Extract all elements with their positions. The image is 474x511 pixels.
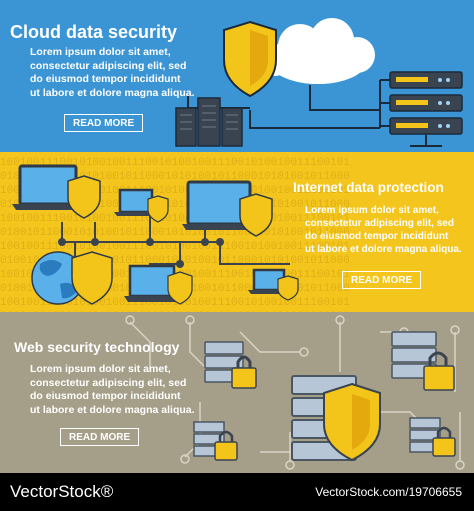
circuit-illustration <box>125 315 465 470</box>
shield-icon <box>67 175 101 219</box>
footer-brand: VectorStock® <box>10 482 114 501</box>
read-more-button[interactable]: READ MORE <box>342 271 422 289</box>
read-more-button[interactable]: READ MORE <box>64 114 144 132</box>
shield-icon <box>147 195 169 223</box>
cloud-icon <box>259 18 375 84</box>
banner-title: Cloud data security <box>10 22 178 42</box>
footer-bar: VectorStock® VectorStock.com/19706655 <box>0 473 474 511</box>
padlock-icon <box>432 426 456 457</box>
shield-icon <box>323 382 381 462</box>
shield-icon <box>167 271 193 305</box>
banner-web-security-technology: Web security technology Lorem ipsum dolo… <box>0 312 474 473</box>
server-rack-icon <box>175 97 243 147</box>
banner-body-text: Lorem ipsum dolor sit amet, consectetur … <box>305 205 462 255</box>
server-units-icon <box>389 71 463 147</box>
footer-url: VectorStock.com/19706655 <box>315 485 462 499</box>
server-icon <box>193 421 225 457</box>
banner-internet-data-protection: 1001001110010100100111001010010011100101… <box>0 152 474 312</box>
monitor-icon <box>182 180 256 230</box>
banner-title: Internet data protection <box>293 180 444 195</box>
shield-icon <box>277 275 299 301</box>
read-more-button[interactable]: READ MORE <box>60 428 140 446</box>
shield-icon <box>223 20 277 98</box>
shield-icon <box>239 193 273 237</box>
globe-icon <box>31 251 85 305</box>
shield-icon <box>71 251 113 305</box>
banner-body-text: Lorem ipsum dolor sit amet, consectetur … <box>30 46 195 99</box>
network-illustration <box>12 164 299 305</box>
padlock-icon <box>214 430 238 461</box>
banner-title: Web security technology <box>14 339 180 355</box>
cloud-illustration <box>175 18 463 147</box>
banner-cloud-data-security: Cloud data security Lorem ipsum dolor si… <box>0 0 474 152</box>
padlock-icon <box>423 351 455 391</box>
padlock-icon <box>231 355 257 389</box>
banner-body-text: Lorem ipsum dolor sit amet, consectetur … <box>30 363 195 416</box>
laptop-icon <box>124 264 180 302</box>
